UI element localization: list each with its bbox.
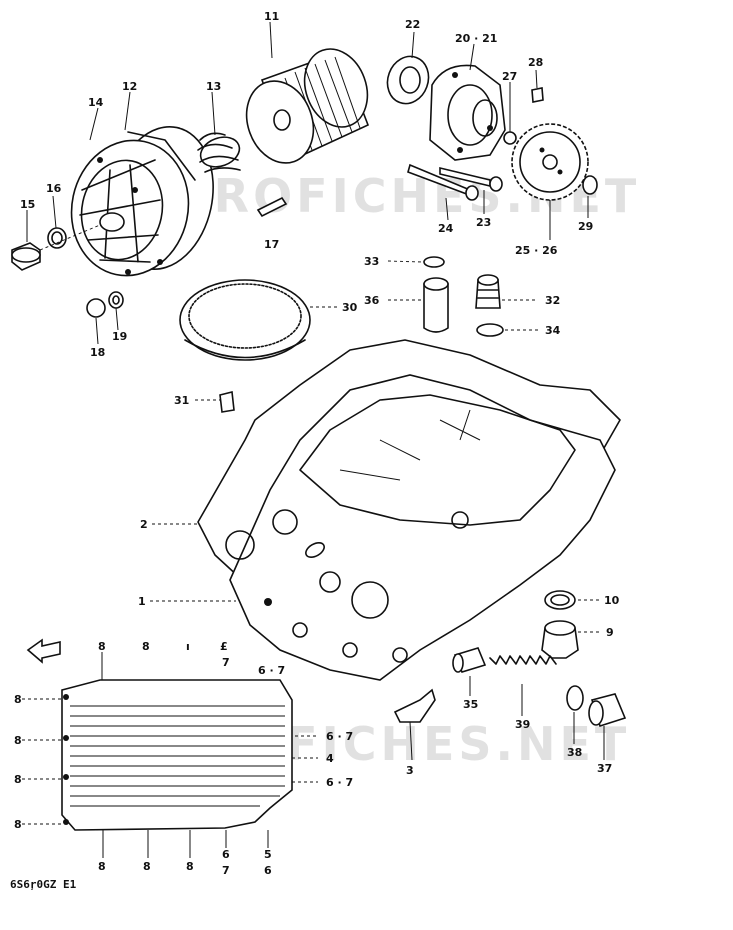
oil-strainer-30 <box>179 279 311 361</box>
circlip-29 <box>582 175 598 195</box>
label-39: 39 <box>515 718 530 731</box>
pin-17 <box>256 196 288 218</box>
label-16: 16 <box>46 182 62 195</box>
label-29: 29 <box>578 220 593 233</box>
label-8-top-1: 8 <box>98 640 106 653</box>
o-ring-33 <box>423 256 445 268</box>
bracket-3 <box>393 688 436 723</box>
label-8-left-3: 8 <box>14 773 22 786</box>
label-10: 10 <box>604 594 620 607</box>
oil-pump-20-21 <box>429 64 506 161</box>
label-14: 14 <box>88 96 104 109</box>
relief-valve-35 <box>452 647 487 673</box>
washer-19 <box>108 291 124 309</box>
label-38: 38 <box>567 746 582 759</box>
label-8-left-2: 8 <box>14 734 22 747</box>
label-6-bottom-b: 6 <box>264 864 272 877</box>
label-34: 34 <box>545 324 561 337</box>
label-13: 13 <box>206 80 221 93</box>
label-28: 28 <box>528 56 543 69</box>
oil-pressure-switch-32 <box>475 274 501 309</box>
oil-pan-cover-4 <box>61 679 293 831</box>
oil-filter-cover-12-14 <box>70 126 214 277</box>
drain-plug-9 <box>541 620 579 659</box>
label-15: 15 <box>20 198 35 211</box>
label-36: 36 <box>364 294 380 307</box>
o-ring-16 <box>47 227 67 249</box>
label-17: 17 <box>264 238 279 251</box>
spring-39 <box>489 655 557 665</box>
bushing-18 <box>86 298 106 318</box>
label-2: 2 <box>140 518 148 531</box>
pipe-36 <box>423 277 449 333</box>
bolt-15 <box>11 242 41 271</box>
label-31: 31 <box>174 394 189 407</box>
drawing-code: 6S6ŗ0GZ E1 <box>10 878 77 891</box>
label-8-bottom-2: 8 <box>143 860 151 873</box>
oil-filter-11 <box>245 48 370 164</box>
label-3: 3 <box>406 764 414 777</box>
label-7-bottom: 7 <box>222 864 230 877</box>
label-37: 37 <box>597 762 612 775</box>
label-f: ı <box>186 640 190 653</box>
oil-pan-1 <box>225 374 616 681</box>
label-22: 22 <box>405 18 420 31</box>
label-19: 19 <box>112 330 127 343</box>
label-24: 24 <box>438 222 454 235</box>
front-arrow-icon <box>26 638 61 664</box>
part-labels: 11 12 13 14 15 16 17 18 19 22 20 · 21 27… <box>14 10 620 877</box>
label-25-26: 25 · 26 <box>515 244 558 257</box>
label-33: 33 <box>364 255 379 268</box>
label-6-7-c: 6 · 7 <box>258 664 285 677</box>
label-18: 18 <box>90 346 105 359</box>
label-9: 9 <box>606 626 614 639</box>
label-12: 12 <box>122 80 137 93</box>
label-32: 32 <box>545 294 560 307</box>
washer-38 <box>566 685 584 711</box>
label-6-bottom: 6 <box>222 848 230 861</box>
gasket-22 <box>386 55 430 105</box>
gasket-10 <box>544 590 576 610</box>
label-27: 27 <box>502 70 517 83</box>
leader-lines <box>22 21 605 858</box>
label-8-left-1: 8 <box>14 693 22 706</box>
label-8-bottom-1: 8 <box>98 860 106 873</box>
pin-28 <box>531 87 544 103</box>
label-23: 23 <box>476 216 491 229</box>
label-6-7-b: 6 · 7 <box>326 776 353 789</box>
label-e: £ <box>220 640 228 653</box>
washer-34 <box>476 323 504 337</box>
gear-25-26 <box>511 123 589 201</box>
label-7-top: 7 <box>222 656 230 669</box>
pin-27 <box>503 131 517 145</box>
label-8-bottom-3: 8 <box>186 860 194 873</box>
label-20-21: 20 · 21 <box>455 32 497 45</box>
bolt-31 <box>219 391 235 413</box>
label-6-7-a: 6 · 7 <box>326 730 353 743</box>
label-35: 35 <box>463 698 478 711</box>
label-1: 1 <box>138 595 146 608</box>
label-4: 4 <box>326 752 334 765</box>
label-8-top-2: 8 <box>142 640 150 653</box>
label-11: 11 <box>264 10 279 23</box>
label-8-left-4: 8 <box>14 818 22 831</box>
label-30: 30 <box>342 301 358 314</box>
spring-13 <box>197 132 241 173</box>
plug-37 <box>588 693 627 728</box>
label-5-bottom: 5 <box>264 848 272 861</box>
